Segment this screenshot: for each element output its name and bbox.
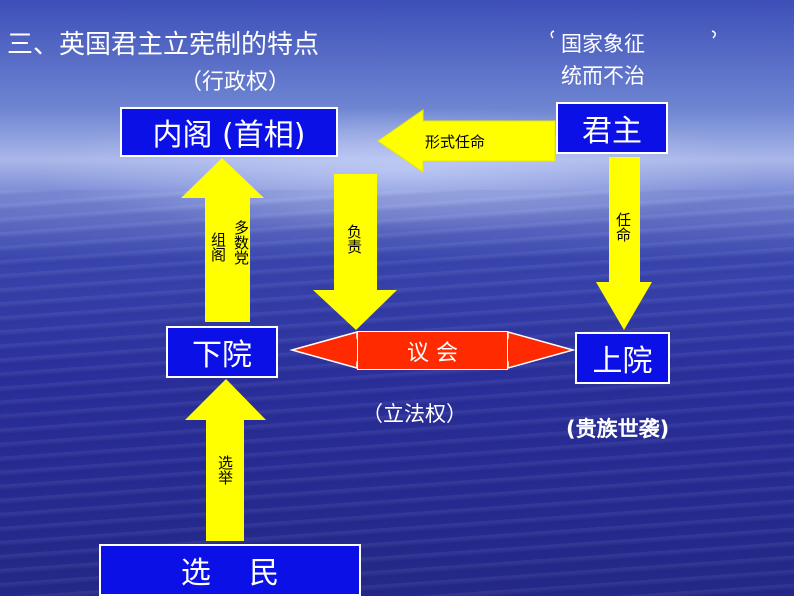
ocean-background	[0, 190, 794, 596]
cabinet-label: 内阁 (首相)	[152, 118, 306, 153]
legislative-power-label: （立法权）	[362, 402, 467, 426]
monarch-label: 君主	[582, 114, 642, 149]
majority-party-label: 多数党	[232, 220, 250, 265]
election-label: 选举	[216, 455, 234, 485]
nobility-label: (贵族世袭)	[566, 417, 670, 441]
election-arrow	[185, 379, 266, 541]
commons-box: 下院	[166, 326, 278, 378]
voters-label: 选 民	[180, 556, 280, 591]
voters-box: 选 民	[99, 544, 361, 596]
lords-label: 上院	[592, 344, 653, 379]
monarch-note-line1: 国家象征	[561, 32, 645, 56]
responsible-arrow	[313, 174, 397, 330]
commons-label: 下院	[192, 338, 252, 373]
brace-left-icon	[550, 30, 555, 39]
brace-right-icon	[711, 30, 716, 39]
form-cabinet-label: 组阁	[209, 232, 227, 262]
executive-power-label: （行政权）	[180, 70, 291, 95]
monarch-box: 君主	[556, 102, 668, 154]
page-title: 三、英国君主立宪制的特点	[7, 30, 320, 60]
parliament-label: 议 会	[407, 340, 458, 366]
majority-party-arrow	[181, 158, 264, 322]
responsible-label: 负责	[345, 224, 363, 254]
parliament-box: 议 会	[357, 331, 508, 370]
cabinet-box: 内阁 (首相)	[120, 107, 338, 157]
monarch-note-line2: 统而不治	[561, 64, 645, 88]
lords-box: 上院	[575, 332, 670, 384]
appoint-label: 任命	[614, 212, 632, 242]
formal-appoint-arrow	[377, 109, 556, 173]
appoint-arrow	[596, 157, 652, 330]
formal-appoint-label: 形式任命	[425, 133, 486, 151]
